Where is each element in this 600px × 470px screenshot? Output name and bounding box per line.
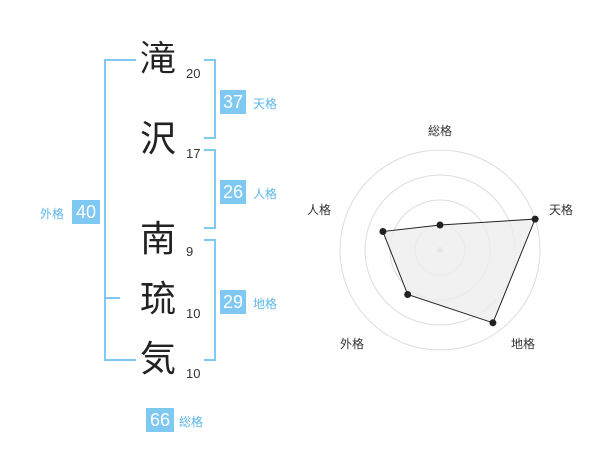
jinkaku-value: 26 [220, 180, 246, 204]
tenkaku-bracket [204, 59, 216, 139]
radar-label-tenkaku: 天格 [549, 203, 574, 217]
radar-point [436, 221, 444, 229]
gaikaku-value: 40 [72, 200, 100, 224]
radar-point [404, 290, 412, 298]
chikaku-bracket [204, 239, 216, 361]
name-char-1: 滝 [140, 39, 177, 80]
radar-label-soukaku: 総格 [428, 124, 453, 138]
soukaku-value: 66 [146, 408, 174, 432]
gaikaku-bracket-tick [104, 297, 120, 299]
name-char-3: 南 [140, 219, 177, 260]
jinkaku-bracket [204, 149, 216, 229]
stroke-count-3: 9 [186, 244, 194, 259]
radar-label-gaikaku: 外格 [340, 337, 365, 351]
radar-ring [339, 149, 541, 351]
radar-label-jinkaku: 人格 [307, 203, 332, 217]
soukaku-label: 総格 [179, 415, 204, 429]
gaikaku-label: 外格 [40, 207, 65, 221]
radar-point [489, 319, 497, 327]
name-char-5: 気 [140, 339, 177, 380]
chikaku-value: 29 [220, 290, 246, 314]
radar-label-chikaku: 地格 [511, 337, 536, 351]
radar-point [379, 227, 387, 235]
chikaku-label: 地格 [253, 297, 278, 311]
stroke-count-4: 10 [186, 306, 201, 321]
name-char-4: 琉 [140, 279, 177, 320]
stroke-count-1: 20 [186, 66, 201, 81]
tenkaku-label: 天格 [253, 97, 278, 111]
stroke-count-2: 17 [186, 146, 201, 161]
radar-point [531, 215, 539, 223]
gaikaku-bracket [104, 59, 136, 361]
name-char-2: 沢 [140, 119, 177, 160]
radar-area [382, 218, 536, 324]
jinkaku-label: 人格 [253, 187, 278, 201]
tenkaku-value: 37 [220, 90, 246, 114]
fortune-radar-chart [339, 149, 541, 351]
stroke-count-5: 10 [186, 366, 201, 381]
radar-points [379, 215, 539, 327]
